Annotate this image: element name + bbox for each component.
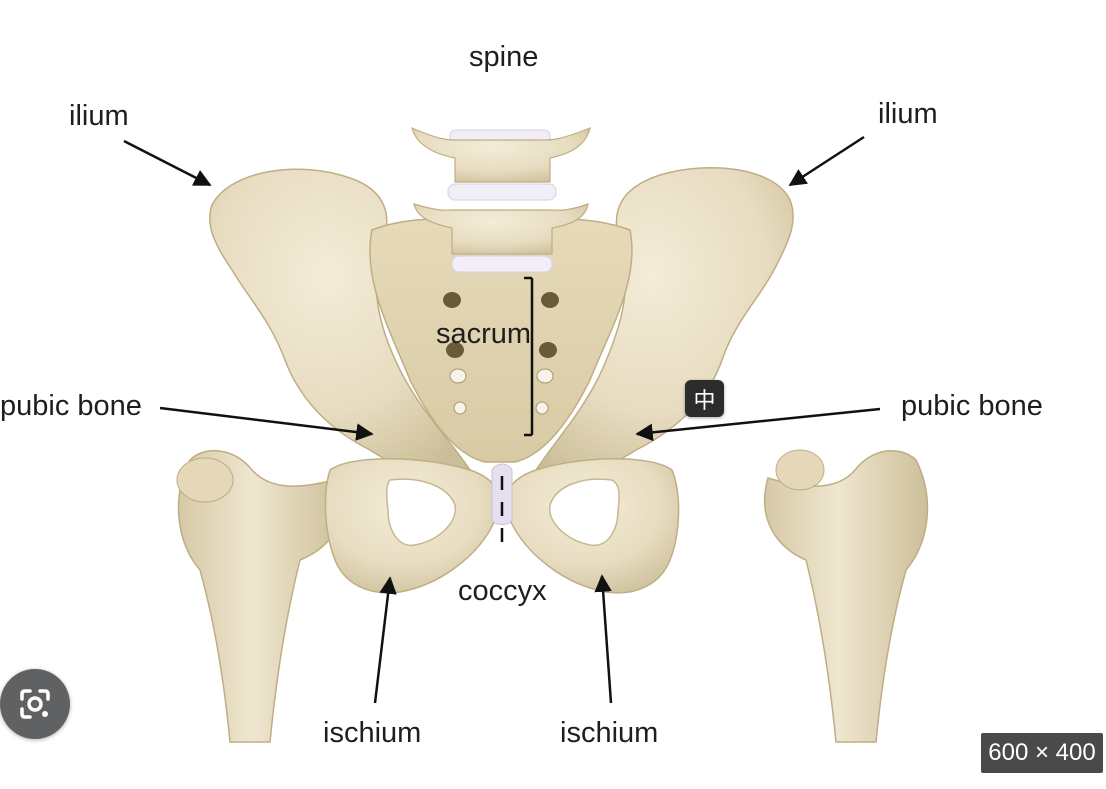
- label-ilium-right: ilium: [878, 98, 938, 130]
- sacrum-bracket: [524, 276, 534, 437]
- label-sacrum: sacrum: [436, 318, 532, 350]
- left-femur: [176, 450, 345, 743]
- label-ischium-left: ischium: [323, 717, 422, 749]
- lumbar-spine: [411, 126, 591, 273]
- google-lens-button[interactable]: [0, 669, 70, 739]
- arrow-ilium-right: [788, 135, 865, 187]
- label-pubic-bone-right: pubic bone: [901, 390, 1043, 422]
- label-arrows: [123, 135, 881, 704]
- image-size-badge: 600 × 400: [981, 733, 1103, 773]
- right-ilium: [534, 166, 794, 475]
- label-coccyx: coccyx: [458, 575, 547, 607]
- right-femur: [763, 449, 929, 743]
- label-ischium-right: ischium: [560, 717, 659, 749]
- left-ilium: [208, 168, 472, 475]
- arrow-ischium-right: [594, 574, 613, 704]
- coccyx-bone: [491, 463, 513, 525]
- arrow-pubic-left: [159, 406, 374, 441]
- arrow-ischium-left: [373, 576, 397, 704]
- right-pelvic-ring: [504, 458, 680, 594]
- arrow-ilium-left: [123, 139, 212, 187]
- label-spine: spine: [469, 41, 539, 73]
- arrow-pubic-right: [635, 407, 881, 442]
- label-pubic-bone-left: pubic bone: [0, 390, 142, 422]
- label-ilium-left: ilium: [69, 100, 129, 132]
- left-pelvic-ring: [324, 458, 501, 594]
- google-lens-icon: [20, 689, 50, 719]
- translate-icon[interactable]: 中: [685, 380, 724, 417]
